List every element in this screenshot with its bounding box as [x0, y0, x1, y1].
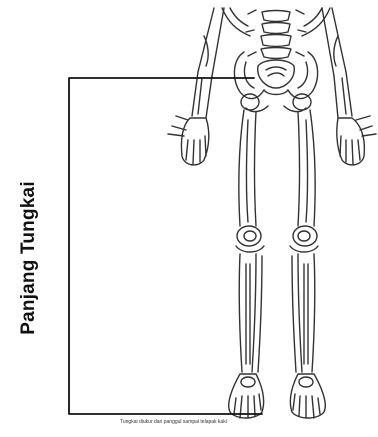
left-femur [239, 110, 256, 226]
right-arm [322, 8, 376, 165]
figure-caption: Tungkai diukur dari panggul sampai telap… [120, 419, 227, 425]
right-knee [290, 226, 318, 252]
right-foot [290, 374, 325, 418]
spine [222, 8, 330, 59]
right-femur [298, 110, 315, 226]
left-lower-leg [239, 254, 262, 372]
left-knee [236, 226, 264, 252]
pelvis [234, 52, 317, 112]
right-lower-leg [292, 254, 315, 372]
left-arm [168, 8, 224, 165]
measurement-label: Panjang Tungkai [18, 181, 40, 335]
left-foot [229, 374, 264, 418]
measurement-bracket [69, 78, 262, 414]
